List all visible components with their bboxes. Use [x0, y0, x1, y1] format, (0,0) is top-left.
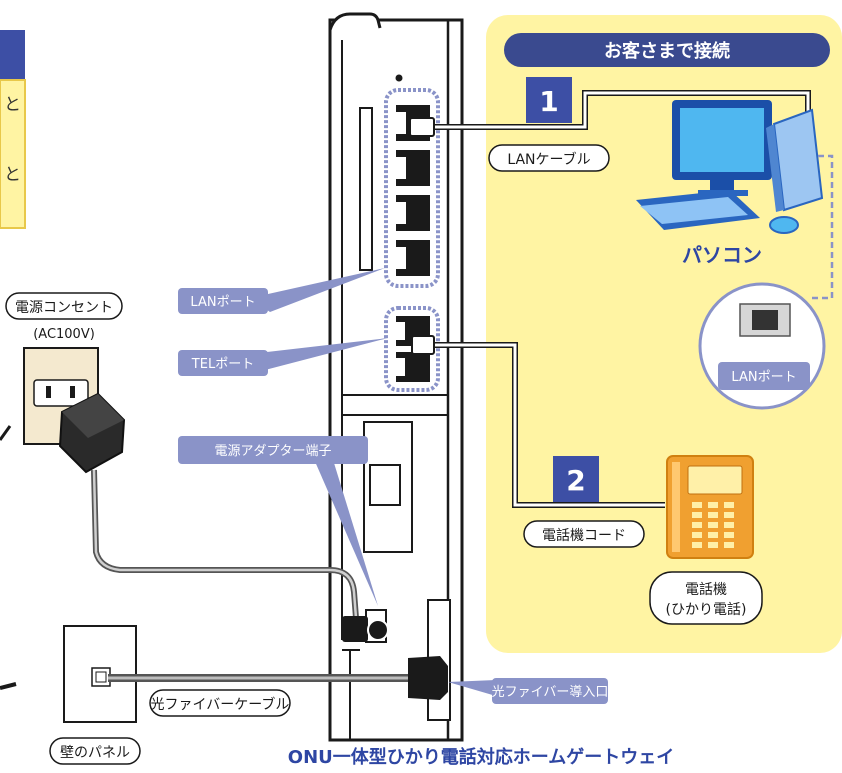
lan-port-callout: LANポート	[178, 268, 385, 314]
panel-title-bar	[504, 33, 830, 67]
power-cable	[91, 469, 359, 619]
left-note: と と	[0, 30, 26, 229]
svg-text:壁のパネル: 壁のパネル	[60, 745, 130, 761]
lan-jack-2	[396, 150, 430, 186]
step-1-badge: 1	[526, 77, 572, 123]
pc-icon	[636, 100, 824, 234]
tel-port-callout: TELポート	[178, 338, 388, 376]
svg-text:(ひかり電話): (ひかり電話)	[666, 601, 747, 618]
lan-cable-label: LANケーブル	[488, 144, 610, 172]
left-note-char-1: と	[4, 95, 21, 115]
fiber-cable-label: 光ファイバーケーブル	[149, 689, 291, 717]
svg-text:電話機: 電話機	[685, 581, 727, 598]
phone-label: 電話機 (ひかり電話)	[649, 571, 763, 625]
svg-text:電源アダプター端子: 電源アダプター端子	[214, 444, 331, 459]
tel-jack-2	[396, 352, 430, 382]
left-note-char-2: と	[4, 165, 21, 185]
lan-jack-3	[396, 195, 430, 231]
pc-label: パソコン	[682, 243, 762, 267]
svg-text:電話機コード: 電話機コード	[542, 527, 626, 544]
phone-icon	[666, 455, 754, 559]
fiber-inlet-callout: 光ファイバー導入口	[448, 678, 608, 704]
svg-text:LANポート: LANポート	[190, 295, 255, 310]
power-adapter-callout: 電源アダプター端子	[178, 436, 378, 606]
left-arrow-1	[0, 425, 12, 441]
left-arrow-2	[0, 682, 17, 690]
svg-text:2: 2	[566, 464, 585, 497]
lan-jack-4	[396, 240, 430, 276]
svg-text:1: 1	[539, 85, 558, 118]
lan-cable	[409, 90, 811, 137]
svg-text:光ファイバーケーブル: 光ファイバーケーブル	[151, 696, 290, 713]
phone-cord	[411, 335, 665, 508]
svg-text:LANケーブル: LANケーブル	[507, 151, 590, 168]
svg-text:電源コンセント: 電源コンセント	[15, 300, 113, 316]
power-plug	[342, 616, 389, 642]
ac-voltage-label: (AC100V)	[33, 327, 95, 342]
pc-port-connector	[812, 154, 834, 300]
pc-lan-port-inset: LANポート	[698, 282, 826, 410]
svg-text:TELポート: TELポート	[191, 357, 254, 372]
svg-text:LANポート: LANポート	[731, 370, 796, 385]
svg-text:光ファイバー導入口: 光ファイバー導入口	[492, 685, 609, 700]
wall-panel-label: 壁のパネル	[49, 737, 141, 765]
panel-title: お客さまで接続	[604, 40, 730, 62]
step-2-badge: 2	[553, 456, 599, 502]
power-adapter	[58, 392, 126, 474]
fiber-connector	[408, 656, 448, 700]
power-outlet-label: 電源コンセント (AC100V)	[5, 292, 123, 342]
phone-cord-label: 電話機コード	[523, 520, 645, 548]
device-title: ONU一体型ひかり電話対応ホームゲートウェイ	[288, 746, 674, 768]
